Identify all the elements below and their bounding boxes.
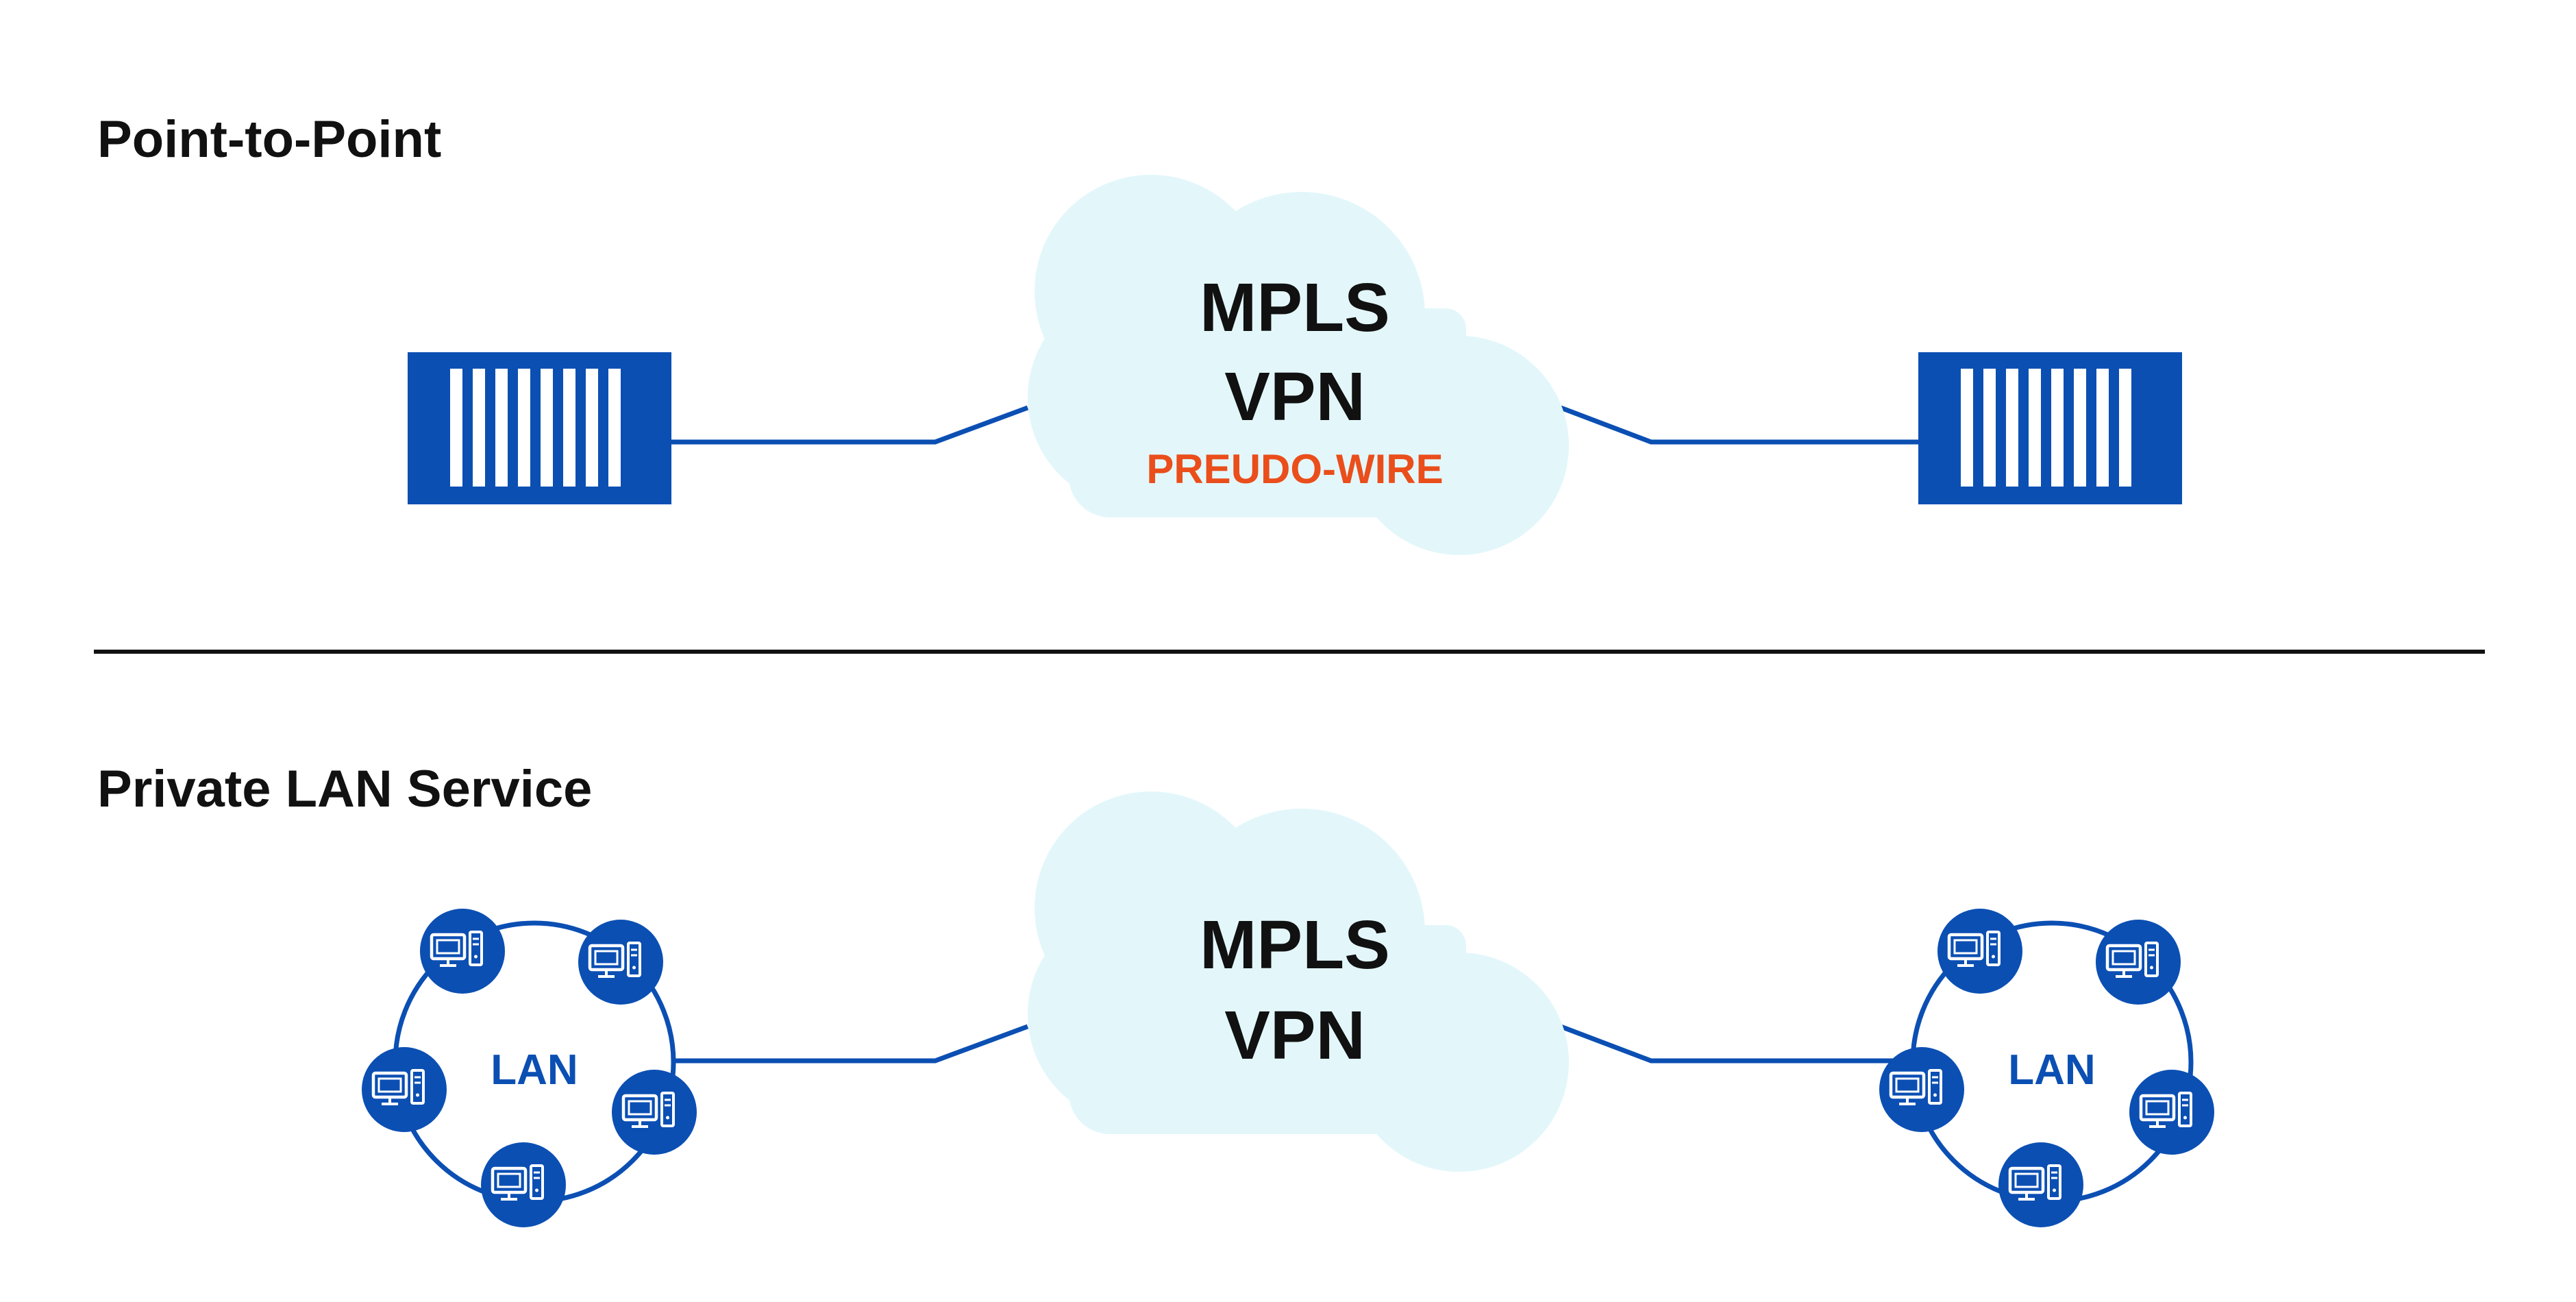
left-lan-computer-icon-5 <box>362 1047 447 1132</box>
right-lan-computer-icon-5 <box>1879 1047 1964 1132</box>
top-left-connection-line <box>671 405 1029 445</box>
point-to-point-title: Point-to-Point <box>97 110 442 169</box>
right-lan-computer-icon-3 <box>2129 1070 2214 1155</box>
top-right-connection-line <box>1559 405 1918 445</box>
bottom-cloud-label-line2: VPN <box>1224 997 1365 1074</box>
right-lan-network: LAN <box>1879 909 2214 1227</box>
top-cloud-label-line1: MPLS <box>1200 269 1390 346</box>
top-left-switch <box>408 352 671 504</box>
bottom-left-connection-line <box>675 1024 1029 1064</box>
right-lan-computer-icon-4 <box>1998 1142 2083 1227</box>
left-lan-computer-icon-2 <box>578 920 663 1005</box>
left-lan-computer-icon-1 <box>420 909 505 994</box>
right-lan-computer-icon-2 <box>2096 920 2181 1005</box>
bottom-mpls-cloud <box>1028 791 1569 1172</box>
right-lan-label: LAN <box>2008 1046 2095 1094</box>
pseudo-wire-label: PREUDO-WIRE <box>1146 446 1443 492</box>
private-lan-service-title: Private LAN Service <box>97 760 593 818</box>
top-cloud-label-line2: VPN <box>1224 358 1365 435</box>
bottom-cloud-label-line1: MPLS <box>1200 907 1390 983</box>
left-lan-computer-icon-3 <box>612 1070 697 1155</box>
left-lan-label: LAN <box>491 1046 578 1094</box>
left-lan-computer-icon-4 <box>481 1142 566 1227</box>
bottom-right-connection-line <box>1559 1024 1915 1064</box>
left-lan-network: LAN <box>362 909 697 1227</box>
right-lan-computer-icon-1 <box>1937 909 2022 994</box>
top-mpls-cloud <box>1028 175 1569 555</box>
top-right-switch <box>1918 352 2182 504</box>
